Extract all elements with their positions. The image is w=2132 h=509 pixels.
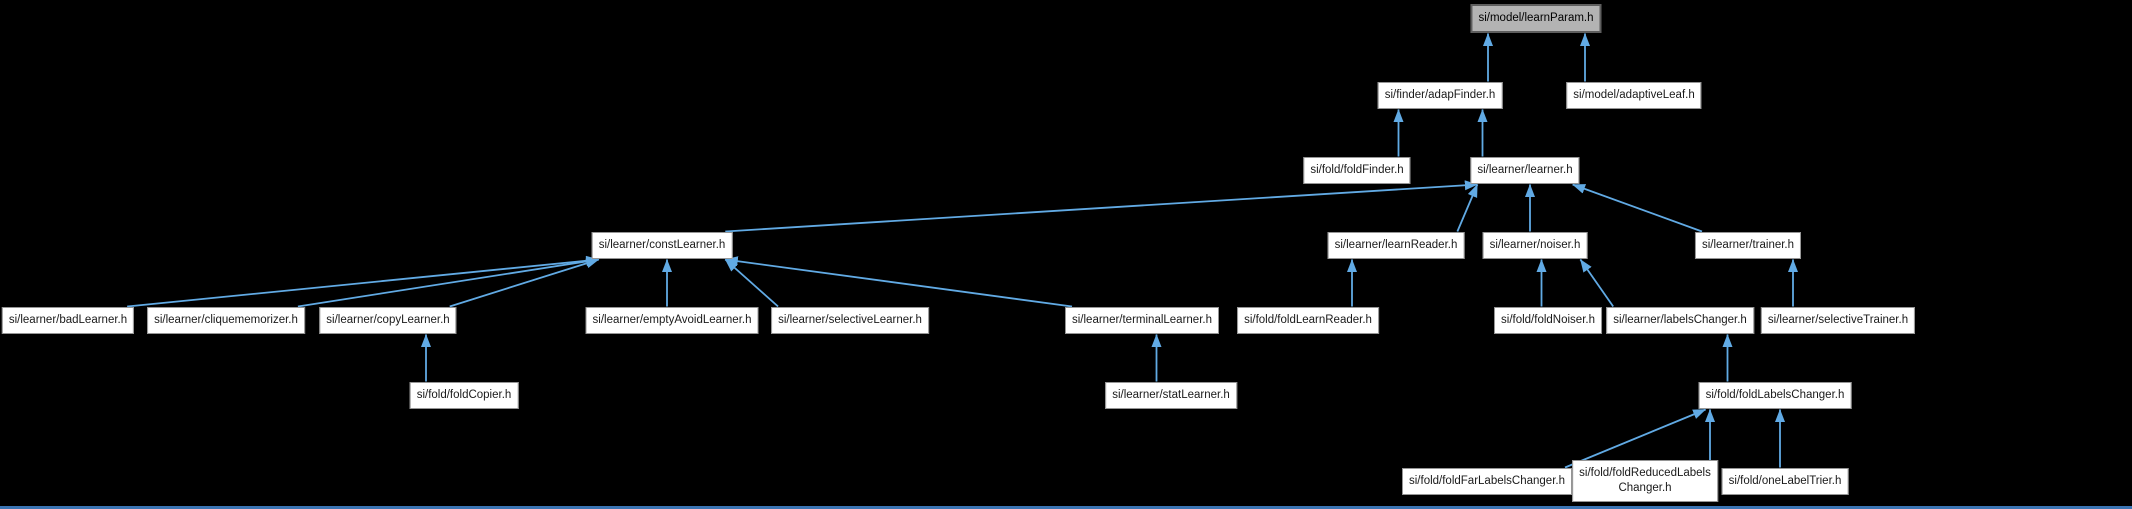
graph-node-labelsChanger[interactable]: si/learner/labelsChanger.h (1606, 306, 1754, 334)
graph-node-statLearner[interactable]: si/learner/statLearner.h (1105, 381, 1237, 409)
graph-node-foldCopier[interactable]: si/fold/foldCopier.h (409, 381, 519, 409)
graph-edge-terminalLearner-to-constLearner (724, 256, 1073, 308)
graph-node-foldNoiser[interactable]: si/fold/foldNoiser.h (1494, 306, 1602, 334)
graph-edge-learnReader-to-learner (1456, 184, 1479, 232)
graph-node-badLearner[interactable]: si/learner/badLearner.h (1, 306, 135, 334)
graph-node-learnParam[interactable]: si/model/learnParam.h (1470, 3, 1602, 33)
graph-node-foldFinder[interactable]: si/fold/foldFinder.h (1303, 156, 1411, 184)
graph-node-terminalLearner[interactable]: si/learner/terminalLearner.h (1065, 306, 1219, 334)
graph-node-learnReader[interactable]: si/learner/learnReader.h (1327, 231, 1465, 259)
graph-node-noiser[interactable]: si/learner/noiser.h (1482, 231, 1588, 259)
window-bottom-border (0, 506, 2132, 509)
graph-node-trainer[interactable]: si/learner/trainer.h (1694, 231, 1802, 259)
graph-edge-labelsChanger-to-noiser (1579, 258, 1614, 308)
graph-node-foldReducedLabelsChanger[interactable]: si/fold/foldReducedLabels Changer.h (1572, 460, 1718, 502)
graph-node-selectiveLearner[interactable]: si/learner/selectiveLearner.h (771, 306, 929, 334)
graph-edge-copyLearner-to-constLearner (449, 258, 600, 308)
graph-node-constLearner[interactable]: si/learner/constLearner.h (591, 231, 733, 259)
graph-edge-selectiveLearner-to-constLearner (724, 258, 779, 308)
graph-node-foldLabelsChanger[interactable]: si/fold/foldLabelsChanger.h (1698, 381, 1852, 409)
graph-node-cliquememorizer[interactable]: si/learner/cliquememorizer.h (147, 306, 305, 334)
graph-edge-foldFarLabelsChanger-to-foldLabelsChanger (1564, 408, 1707, 469)
graph-node-selectiveTrainer[interactable]: si/learner/selectiveTrainer.h (1760, 306, 1916, 334)
graph-node-copyLearner[interactable]: si/learner/copyLearner.h (319, 306, 457, 334)
graph-edge-cliquememorizer-to-constLearner (297, 256, 600, 308)
graph-node-oneLabelTrier[interactable]: si/fold/oneLabelTrier.h (1721, 467, 1849, 495)
graph-node-learner[interactable]: si/learner/learner.h (1470, 156, 1580, 184)
graph-node-adaptiveLeaf[interactable]: si/model/adaptiveLeaf.h (1566, 81, 1702, 109)
graph-edge-badLearner-to-constLearner (127, 255, 600, 308)
graph-node-emptyAvoidLearner[interactable]: si/learner/emptyAvoidLearner.h (585, 306, 759, 334)
graph-edge-constLearner-to-learner (725, 180, 1478, 233)
graph-node-adapFinder[interactable]: si/finder/adapFinder.h (1377, 81, 1503, 109)
graph-node-foldLearnReader[interactable]: si/fold/foldLearnReader.h (1237, 306, 1379, 334)
graph-node-foldFarLabelsChanger[interactable]: si/fold/foldFarLabelsChanger.h (1402, 467, 1572, 495)
graph-edge-trainer-to-learner (1572, 183, 1703, 233)
